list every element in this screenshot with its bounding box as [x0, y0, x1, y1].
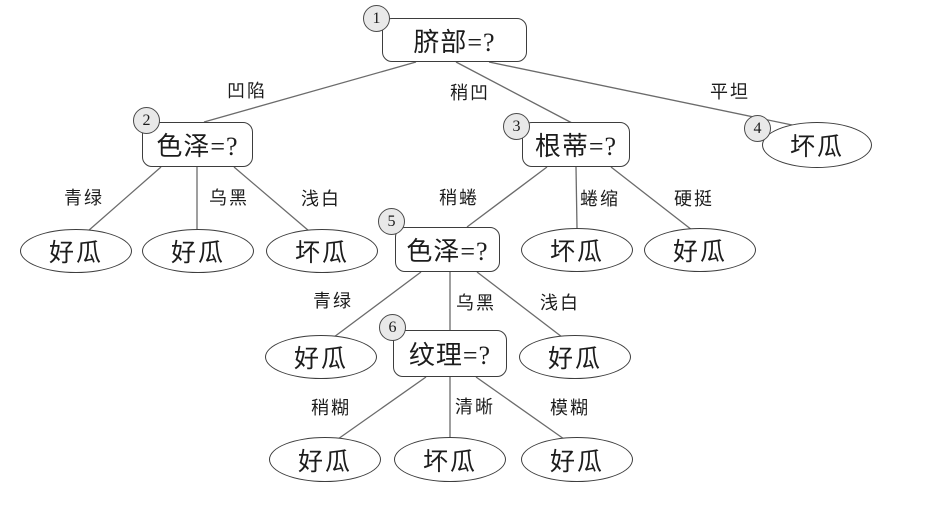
- leaf-bad-clear: 坏瓜: [394, 437, 506, 482]
- leaf-good-stiff: 好瓜: [644, 228, 756, 272]
- leaf-good-green-1: 好瓜: [20, 229, 132, 273]
- branch-label-dark-1: 乌黑: [209, 188, 249, 208]
- node-number-1: 1: [363, 5, 390, 32]
- node-number-4: 4: [744, 115, 771, 142]
- leaf-bad-curled: 坏瓜: [521, 228, 633, 272]
- edge-root-to-n2: [203, 61, 417, 123]
- edge-n3-to-l31: [575, 166, 578, 229]
- branch-label-curled: 蜷缩: [580, 189, 620, 209]
- decision-node-root: 根蒂=?: [522, 122, 630, 167]
- node-number-3: 3: [503, 113, 530, 140]
- edge-n3-to-l32: [610, 166, 693, 231]
- leaf-bad-lightwhite: 坏瓜: [266, 229, 378, 273]
- decision-node-navel: 脐部=?: [382, 18, 527, 62]
- decision-node-color-2: 色泽=?: [395, 227, 500, 272]
- leaf-good-blur: 好瓜: [521, 437, 633, 482]
- decision-node-color-1: 色泽=?: [142, 122, 253, 167]
- node-number-2: 2: [133, 107, 160, 134]
- branch-label-green-2: 青绿: [313, 291, 353, 311]
- node-number-5: 5: [378, 208, 405, 235]
- leaf-good-slightblur: 好瓜: [269, 437, 381, 482]
- node-number-6: 6: [379, 314, 406, 341]
- branch-label-slightly-curled: 稍蜷: [439, 188, 479, 208]
- branch-label-stiff: 硬挺: [674, 189, 714, 209]
- edge-n5-to-l51: [333, 271, 422, 338]
- branch-label-green-1: 青绿: [64, 188, 104, 208]
- branch-label-lightwhite-2: 浅白: [540, 293, 580, 313]
- leaf-good-dark-1: 好瓜: [142, 229, 254, 273]
- branch-label-slightly-blurry: 稍糊: [311, 398, 351, 418]
- branch-label-sunken: 凹陷: [227, 81, 267, 101]
- decision-node-texture: 纹理=?: [393, 330, 507, 377]
- branch-label-dark-2: 乌黑: [456, 293, 496, 313]
- edge-n2-to-l23: [233, 166, 310, 232]
- branch-label-blurry: 模糊: [550, 398, 590, 418]
- edge-n5-to-l52: [476, 271, 563, 338]
- leaf-bad-flat: 坏瓜: [762, 122, 872, 168]
- edge-root-to-n4: [488, 61, 798, 127]
- edge-root-to-n3: [455, 61, 573, 124]
- edge-n2-to-l21: [87, 166, 162, 232]
- edge-n3-to-n5: [466, 166, 548, 228]
- edge-n6-to-l61: [337, 376, 427, 440]
- branch-label-slightly-sunken: 稍凹: [450, 83, 490, 103]
- leaf-good-lightwhite: 好瓜: [519, 335, 631, 379]
- branch-label-clear: 清晰: [455, 397, 495, 417]
- branch-label-lightwhite-1: 浅白: [301, 189, 341, 209]
- branch-label-flat: 平坦: [710, 82, 750, 102]
- leaf-good-green-2: 好瓜: [265, 335, 377, 379]
- edge-n6-to-l63: [475, 376, 565, 440]
